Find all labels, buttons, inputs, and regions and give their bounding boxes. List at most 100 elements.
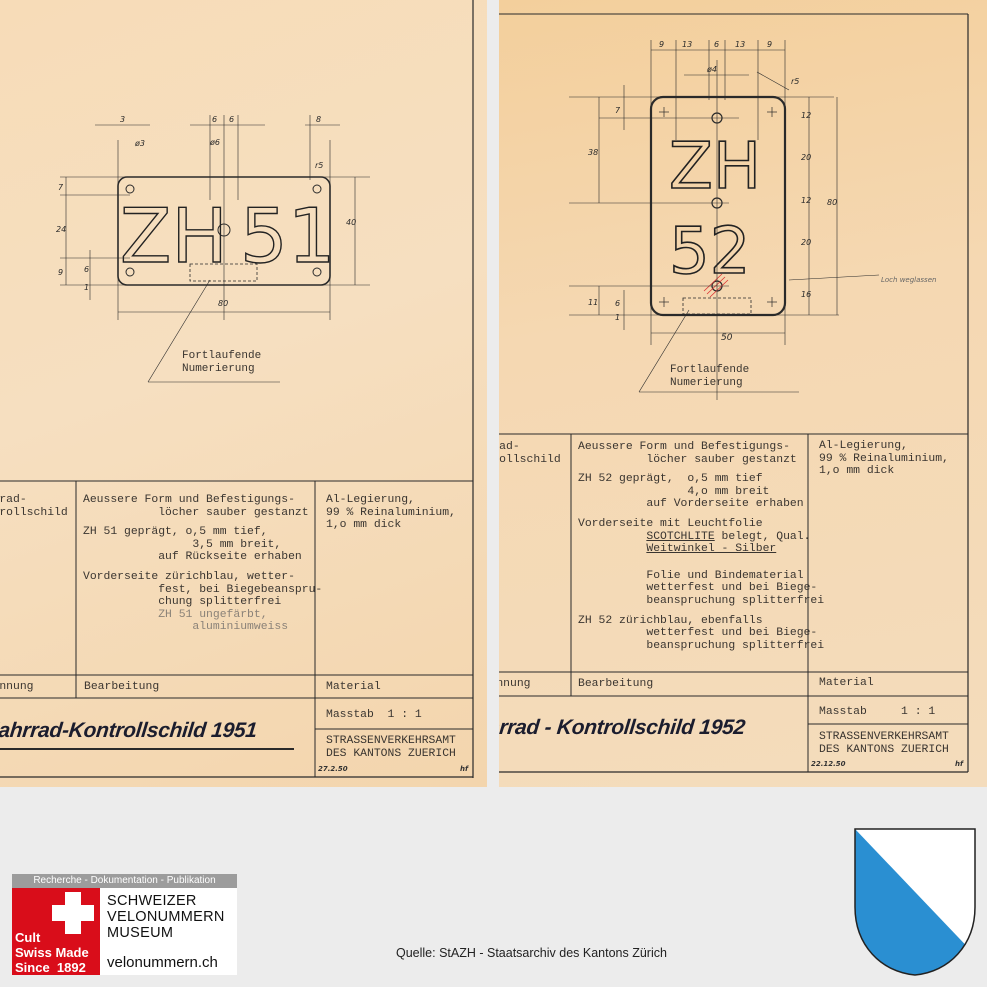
dim-3: 3 (120, 115, 125, 124)
processing-line: wetterfest und bei Biege- (578, 627, 818, 640)
dim-phi3: ø3 (134, 139, 145, 148)
plate-letters: ZH (669, 130, 761, 204)
sheet-title: Fahrrad - Kontrollschild 1952 (499, 716, 747, 739)
processing-line: löcher sauber gestanzt (578, 453, 797, 466)
logo-tagline: Recherche - Dokumentation - Publikation (12, 874, 237, 888)
drawing-date: 27.2.50 (318, 765, 348, 773)
processing-line: auf Rückseite erhaben (83, 551, 302, 564)
processing-line: Folie und Bindematerial (578, 569, 804, 582)
dim-50: 50 (721, 333, 733, 343)
label-designation: Benennung (499, 678, 531, 690)
material-line: 99 % Reinaluminium, (326, 506, 456, 519)
material-line: 1,o mm dick (326, 519, 402, 532)
processing-line: auf Vorderseite erhaben (578, 498, 804, 511)
dim-w9b: 9 (767, 40, 772, 49)
processing-line: beanspruchung splitterfrei (578, 594, 825, 607)
designation-cell: Fahrrad-Kontrollschild (0, 494, 68, 519)
processing-line: Vorderseite zürichblau, wetter- (83, 570, 295, 583)
processing-line: löcher sauber gestanzt (83, 506, 309, 519)
product-name-scotchlite: SCOTCHLITE (646, 530, 715, 543)
source-credit: Quelle: StAZH - Staatsarchiv des Kantons… (396, 946, 667, 960)
label-designation: Benennung (0, 681, 34, 693)
drawing-sheet-1952: ZH 52 9 13 6 13 9 ø4 r5 7 38 11 6 1 12 (499, 0, 987, 787)
material-cell: Al-Legierung, 99 % Reinaluminium, 1,o mm… (819, 440, 949, 478)
badge-text: Cult Swiss Made Since 1892 (15, 930, 89, 975)
dim-9: 9 (58, 268, 63, 277)
processing-line: ZH 52 zürichblau, ebenfalls (578, 614, 763, 627)
dim-h16: 16 (801, 290, 811, 299)
drafter-initials: hf (955, 760, 964, 768)
dim-w6: 6 (714, 40, 719, 49)
dim-7: 7 (58, 183, 64, 192)
processing-line: Aeussere Form und Befestigungs- (83, 494, 295, 506)
processing-line: wetterfest und bei Biege- (578, 582, 818, 595)
dim-7: 7 (615, 106, 621, 115)
scale-label: Masstab 1 : 1 (819, 706, 936, 718)
processing-line: ZH 52 geprägt, o,5 mm tief (578, 473, 763, 486)
designation-line: Kontrollschild (499, 453, 561, 466)
badge-line: Cult (15, 930, 41, 945)
plate-number: 52 (669, 215, 750, 289)
zurich-coat-of-arms-icon (854, 828, 976, 976)
material-cell: Al-Legierung, 99 % Reinaluminium, 1,o mm… (326, 494, 456, 532)
material-line: 1,o mm dick (819, 465, 895, 478)
swiss-badge: Cult Swiss Made Since 1892 (12, 888, 100, 975)
designation-cell: Fahrrad-Kontrollschild (499, 441, 561, 466)
museum-name-line: VELONUMMERN (107, 909, 225, 925)
plate-letters: ZH (120, 192, 228, 280)
dim-6a: 6 (212, 115, 217, 124)
processing-line: fest, bei Biegebeanspru- (83, 583, 323, 596)
technical-drawing-1951: ZH 51 3 ø3 6 6 ø6 8 r5 7 24 9 6 1 40 80 (0, 0, 474, 778)
label-processing: Bearbeitung (84, 681, 160, 693)
dim-6: 6 (615, 299, 620, 308)
museum-name-line: MUSEUM (107, 925, 174, 941)
dim-11: 11 (588, 298, 598, 307)
dim-80: 80 (218, 299, 228, 308)
dim-6-vertical: 6 (84, 265, 89, 274)
badge-line: Since 1892 (15, 960, 86, 975)
label-material: Material (819, 677, 874, 689)
dim-1: 1 (84, 283, 89, 292)
processing-cell: Aeussere Form und Befestigungs- löcher s… (578, 441, 824, 652)
material-line: Al-Legierung, (326, 494, 415, 506)
dim-h12b: 12 (801, 196, 811, 205)
badge-line: Swiss Made (15, 945, 89, 960)
processing-line: Aeussere Form und Befestigungs- (578, 441, 790, 453)
processing-line: ZH 51 geprägt, o,5 mm tief, (83, 526, 268, 539)
processing-line: aluminiumweiss (83, 621, 289, 634)
callout-line: Fortlaufende (670, 364, 750, 376)
dim-6b: 6 (229, 115, 234, 124)
authority-line: STRASSENVERKEHRSAMT (326, 735, 456, 747)
dim-r5: r5 (315, 161, 323, 170)
material-line: Al-Legierung, (819, 440, 908, 452)
indent (578, 531, 646, 543)
processing-line: 4,o mm breit (578, 485, 770, 498)
dim-w9a: 9 (659, 40, 664, 49)
plate-number: 51 (240, 192, 335, 280)
label-material: Material (326, 681, 381, 693)
dim-80: 80 (827, 198, 837, 207)
material-line: 99 % Reinaluminium, (819, 452, 949, 465)
processing-line: Weitwinkel - Silber (578, 543, 824, 556)
callout-line: Numerierung (182, 363, 255, 375)
museum-url: velonummern.ch (107, 954, 218, 971)
label-processing: Bearbeitung (578, 678, 654, 690)
dim-w13a: 13 (682, 40, 692, 49)
sheet-title: Fahrrad-Kontrollschild 1951 (0, 719, 259, 742)
dim-1: 1 (615, 313, 620, 322)
quality-wide-angle-silver: Weitwinkel - Silber (646, 543, 777, 556)
processing-line: ZH 51 ungefärbt, (83, 608, 268, 621)
processing-line: 3,5 mm breit, (83, 538, 282, 551)
drawing-sheet-1951: ZH 51 3 ø3 6 6 ø6 8 r5 7 24 9 6 1 40 80 (0, 0, 487, 787)
dim-w13b: 13 (735, 40, 745, 49)
indent (578, 543, 646, 555)
dim-40: 40 (346, 218, 356, 227)
processing-line: SCOTCHLITE belegt, Qual. (578, 531, 824, 544)
drafter-initials: hf (460, 765, 469, 773)
designation-line: Fahrrad- (0, 494, 27, 506)
authority-line: DES KANTONS ZUERICH (326, 747, 456, 760)
